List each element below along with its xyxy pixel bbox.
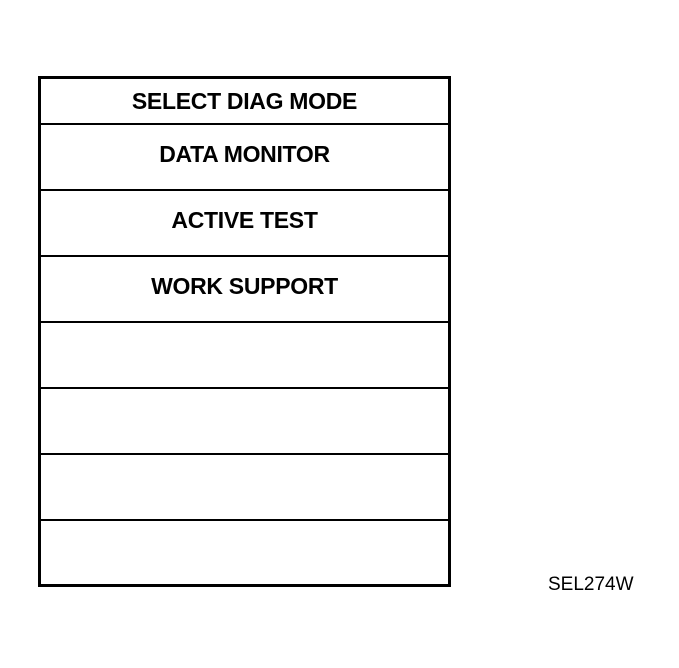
- figure-code: SEL274W: [548, 574, 634, 595]
- menu-item-empty-1: [41, 323, 448, 389]
- menu-item-active-test[interactable]: ACTIVE TEST: [41, 191, 448, 257]
- menu-item-work-support[interactable]: WORK SUPPORT: [41, 257, 448, 323]
- menu-item-data-monitor[interactable]: DATA MONITOR: [41, 125, 448, 191]
- menu-item-empty-3: [41, 455, 448, 521]
- screen-title: SELECT DIAG MODE: [41, 79, 448, 125]
- menu-item-empty-2: [41, 389, 448, 455]
- diagnosis-screen: SELECT DIAG MODE DATA MONITOR ACTIVE TES…: [38, 76, 451, 587]
- menu-item-empty-4: [41, 521, 448, 586]
